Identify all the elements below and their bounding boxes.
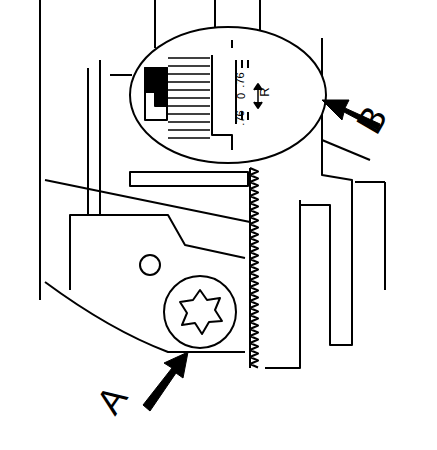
callout-letter: B bbox=[350, 101, 393, 140]
scale-letter: R bbox=[258, 87, 271, 96]
scale-mark: 0 bbox=[236, 93, 247, 99]
callout-letter: A bbox=[90, 380, 133, 420]
scale-mark: .76 bbox=[235, 110, 246, 125]
scale-mark: .76 bbox=[235, 72, 246, 87]
